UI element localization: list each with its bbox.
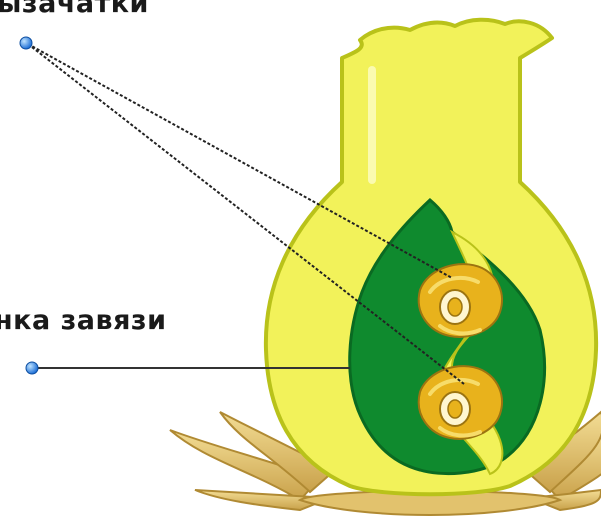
pointer-dot-ovary-wall xyxy=(26,362,38,374)
ovule-upper xyxy=(419,264,502,337)
ovule-lower xyxy=(419,366,502,439)
pointer-dot-ovules xyxy=(20,37,32,49)
